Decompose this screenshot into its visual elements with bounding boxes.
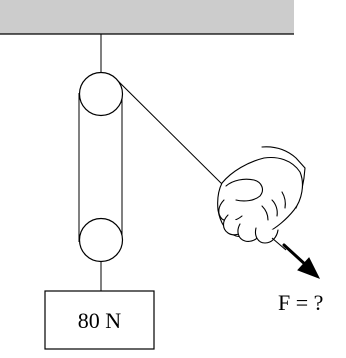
force-label: F = ?: [278, 290, 323, 315]
hand-pulling-rope-icon: [217, 146, 306, 244]
rope-to-hand: [112, 75, 229, 191]
rope-below-hand: [271, 237, 287, 251]
weight-block-label: 80 N: [78, 308, 122, 333]
bottom-pulley: [78, 217, 124, 263]
force-arrow-icon: [282, 243, 321, 279]
top-pulley: [78, 71, 124, 117]
ceiling: [0, 0, 294, 34]
weight-block: [44, 290, 155, 350]
